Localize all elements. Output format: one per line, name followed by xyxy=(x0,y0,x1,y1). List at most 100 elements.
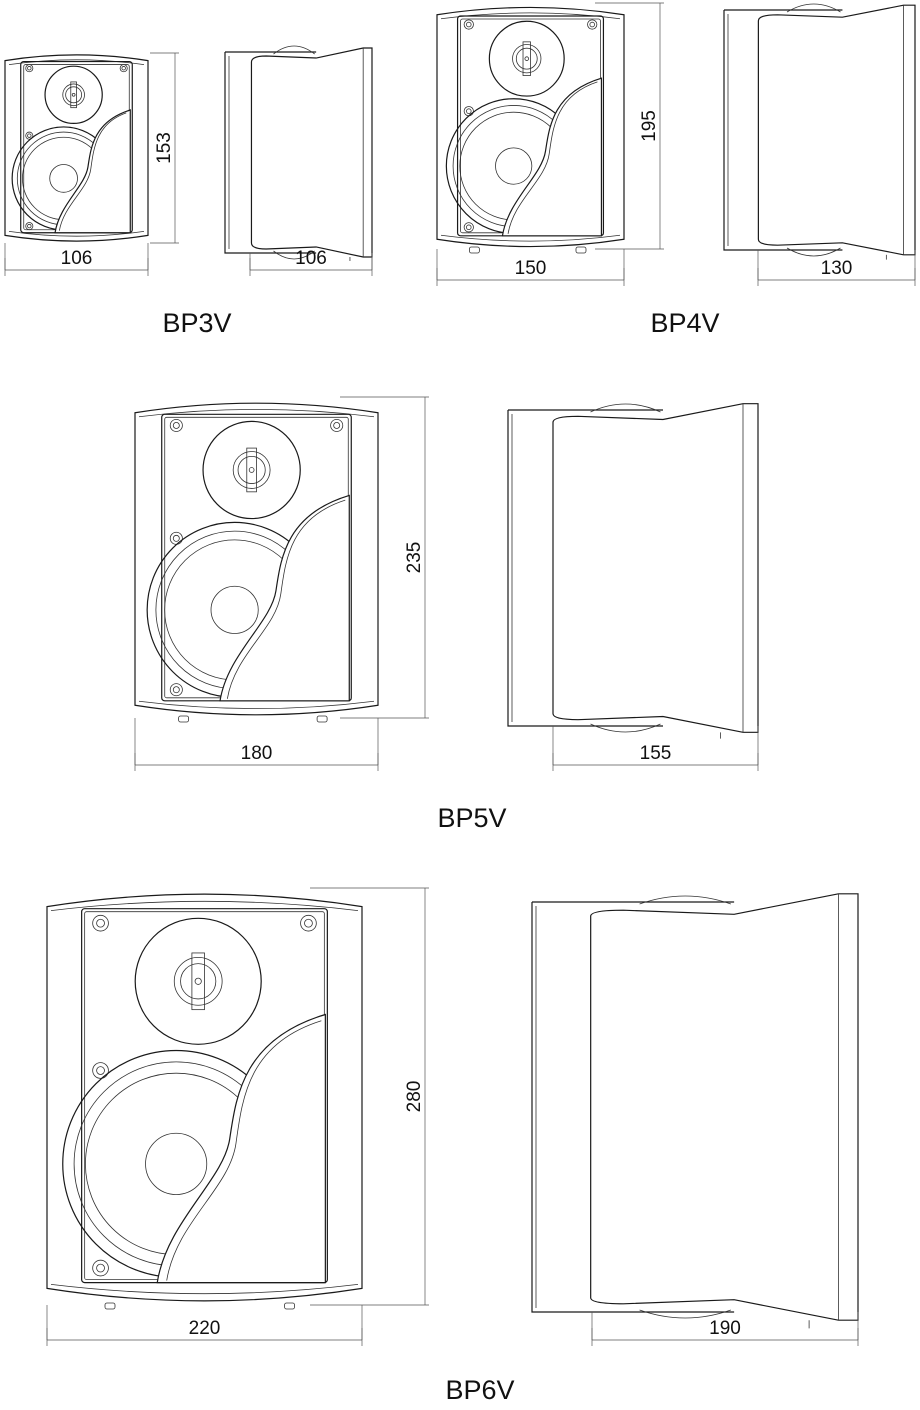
screw-icon xyxy=(96,1066,105,1075)
screw-icon xyxy=(463,222,474,233)
wall-bracket xyxy=(224,51,317,254)
screw-icon xyxy=(172,422,180,429)
tweeter-center xyxy=(71,92,76,97)
screw-icon xyxy=(172,534,180,542)
screw-icon xyxy=(466,224,472,231)
tweeter-bar xyxy=(246,447,257,493)
tweeter-center xyxy=(248,467,255,473)
tweeter-dome xyxy=(65,86,83,104)
depth-dimension-label: 106 xyxy=(295,248,327,269)
tweeter-dome xyxy=(62,83,85,107)
depth-dimension-label: 155 xyxy=(640,743,672,764)
front-cabinet-outline xyxy=(436,6,625,248)
woofer-dustcap xyxy=(495,147,533,185)
side-cabinet-outline xyxy=(250,47,373,258)
depth-dimension-label: 130 xyxy=(821,258,853,279)
tweeter-dome xyxy=(512,44,542,74)
tweeter-icon xyxy=(488,20,565,97)
foot-icon xyxy=(468,246,480,254)
front-cabinet-outline xyxy=(46,893,363,1302)
screw-icon xyxy=(463,19,474,30)
tweeter-bar xyxy=(191,952,205,1011)
wave-grille-panel xyxy=(156,1013,326,1284)
depth-dimension-label: 190 xyxy=(709,1318,741,1339)
pivot-knob-top xyxy=(273,45,315,55)
pivot-knob-bottom xyxy=(786,247,841,257)
front-top-edge xyxy=(138,408,375,418)
screw-icon xyxy=(333,422,341,429)
woofer-dustcap xyxy=(210,585,259,634)
wall-bracket xyxy=(507,409,663,727)
tweeter-dome xyxy=(173,956,223,1006)
tweeter-icon xyxy=(202,420,301,520)
screw-icon xyxy=(27,223,32,229)
screw-icon xyxy=(172,686,180,694)
wave-grille-panel xyxy=(54,109,131,234)
width-dimension-label: 220 xyxy=(189,1318,221,1339)
width-dimension-label: 106 xyxy=(61,248,93,269)
pivot-knob-bottom xyxy=(639,1309,731,1319)
side-cabinet-outline xyxy=(552,403,759,733)
height-dimension-label: 153 xyxy=(154,132,175,164)
pivot-knob-top xyxy=(786,3,841,13)
screw-icon xyxy=(27,133,32,138)
front-top-edge xyxy=(50,900,359,911)
screw-icon xyxy=(169,531,183,545)
height-dimension-label: 195 xyxy=(639,110,660,142)
screw-icon xyxy=(300,914,317,932)
screw-icon xyxy=(92,1259,109,1277)
front-bottom-edge xyxy=(50,1284,359,1295)
screw-icon xyxy=(121,66,126,71)
foot-icon xyxy=(575,246,587,254)
screw-icon xyxy=(25,64,34,73)
foot-icon xyxy=(284,1302,295,1310)
wave-panel-edge xyxy=(58,112,127,231)
pivot-knob-top xyxy=(590,403,661,413)
pivot-knob-bottom xyxy=(273,250,315,260)
screw-icon xyxy=(589,21,595,28)
wave-panel-edge xyxy=(507,81,598,234)
wave-grille-panel xyxy=(219,494,350,702)
pivot-knob-top xyxy=(639,895,731,905)
screw-icon xyxy=(119,64,128,73)
model-name-label: BP3V xyxy=(162,308,231,338)
height-dimension-label: 280 xyxy=(404,1081,425,1113)
screw-icon xyxy=(92,1062,109,1079)
side-cabinet-outline xyxy=(757,4,916,256)
model-name-label: BP5V xyxy=(437,803,506,833)
woofer-dustcap xyxy=(145,1132,208,1195)
foot-icon xyxy=(316,715,328,723)
screw-icon xyxy=(96,918,105,928)
screw-icon xyxy=(330,418,344,432)
side-cabinet-outline xyxy=(590,893,859,1321)
wave-grille-panel xyxy=(501,77,603,237)
foot-icon xyxy=(104,1302,116,1310)
front-bottom-edge xyxy=(138,700,375,710)
model-name-label: BP6V xyxy=(445,1375,514,1405)
wall-bracket xyxy=(531,901,735,1313)
screw-icon xyxy=(169,683,183,697)
tweeter-center xyxy=(524,56,530,61)
wall-bracket xyxy=(723,9,843,251)
screw-icon xyxy=(92,914,109,932)
screw-icon xyxy=(587,19,598,30)
height-dimension-label: 235 xyxy=(404,542,425,574)
front-top-edge xyxy=(8,59,145,65)
screw-icon xyxy=(304,918,313,928)
front-bottom-edge xyxy=(440,234,621,242)
tweeter-dome xyxy=(237,455,266,484)
screw-icon xyxy=(96,1263,105,1273)
tweeter-bar xyxy=(522,41,531,76)
tweeter-bar xyxy=(70,81,77,109)
tweeter-dome xyxy=(232,451,271,489)
screw-icon xyxy=(463,106,474,117)
front-cabinet-outline xyxy=(4,54,149,242)
foot-icon xyxy=(178,715,190,723)
tweeter-dome xyxy=(515,47,538,70)
model-name-label: BP4V xyxy=(650,308,719,338)
